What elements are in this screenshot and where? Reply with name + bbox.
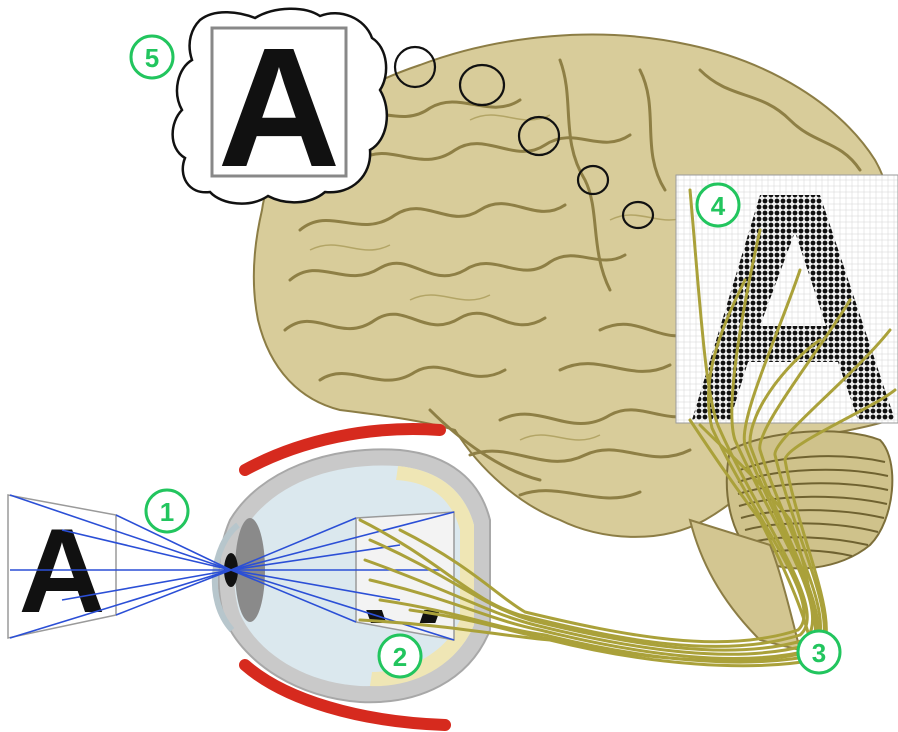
thought-trail-circle	[517, 115, 561, 157]
step-number: 1	[160, 497, 174, 527]
step-marker-5: 5	[129, 34, 175, 80]
thought-cloud: A	[171, 7, 655, 230]
thought-letter: A	[218, 13, 341, 203]
brain-sulci	[283, 58, 862, 500]
pixelated-letter	[692, 195, 895, 420]
thought-letter-frame	[210, 26, 348, 178]
step-number: 3	[812, 638, 826, 668]
step-number: 4	[711, 191, 726, 221]
thought-trail-circle	[621, 200, 655, 230]
thought-trail-circle	[458, 63, 506, 107]
object-letter: A	[7, 494, 117, 639]
step-number: 2	[393, 642, 407, 672]
thought-trail	[393, 45, 655, 230]
step-number: 5	[145, 43, 159, 73]
step-marker-3: 3	[796, 629, 842, 675]
lower-eyelid	[239, 659, 451, 731]
light-rays	[9, 494, 455, 641]
object-letter-glyph: A	[19, 504, 106, 638]
brain-shading	[309, 114, 691, 441]
thought-trail-circle	[393, 45, 437, 89]
step-marker-2: 2	[377, 633, 423, 679]
cornea	[211, 522, 240, 633]
thought-trail-circle	[576, 164, 610, 196]
upper-eyelid	[239, 423, 446, 476]
step-marker-1: 1	[144, 488, 190, 534]
step-marker-4: 4	[695, 182, 741, 228]
